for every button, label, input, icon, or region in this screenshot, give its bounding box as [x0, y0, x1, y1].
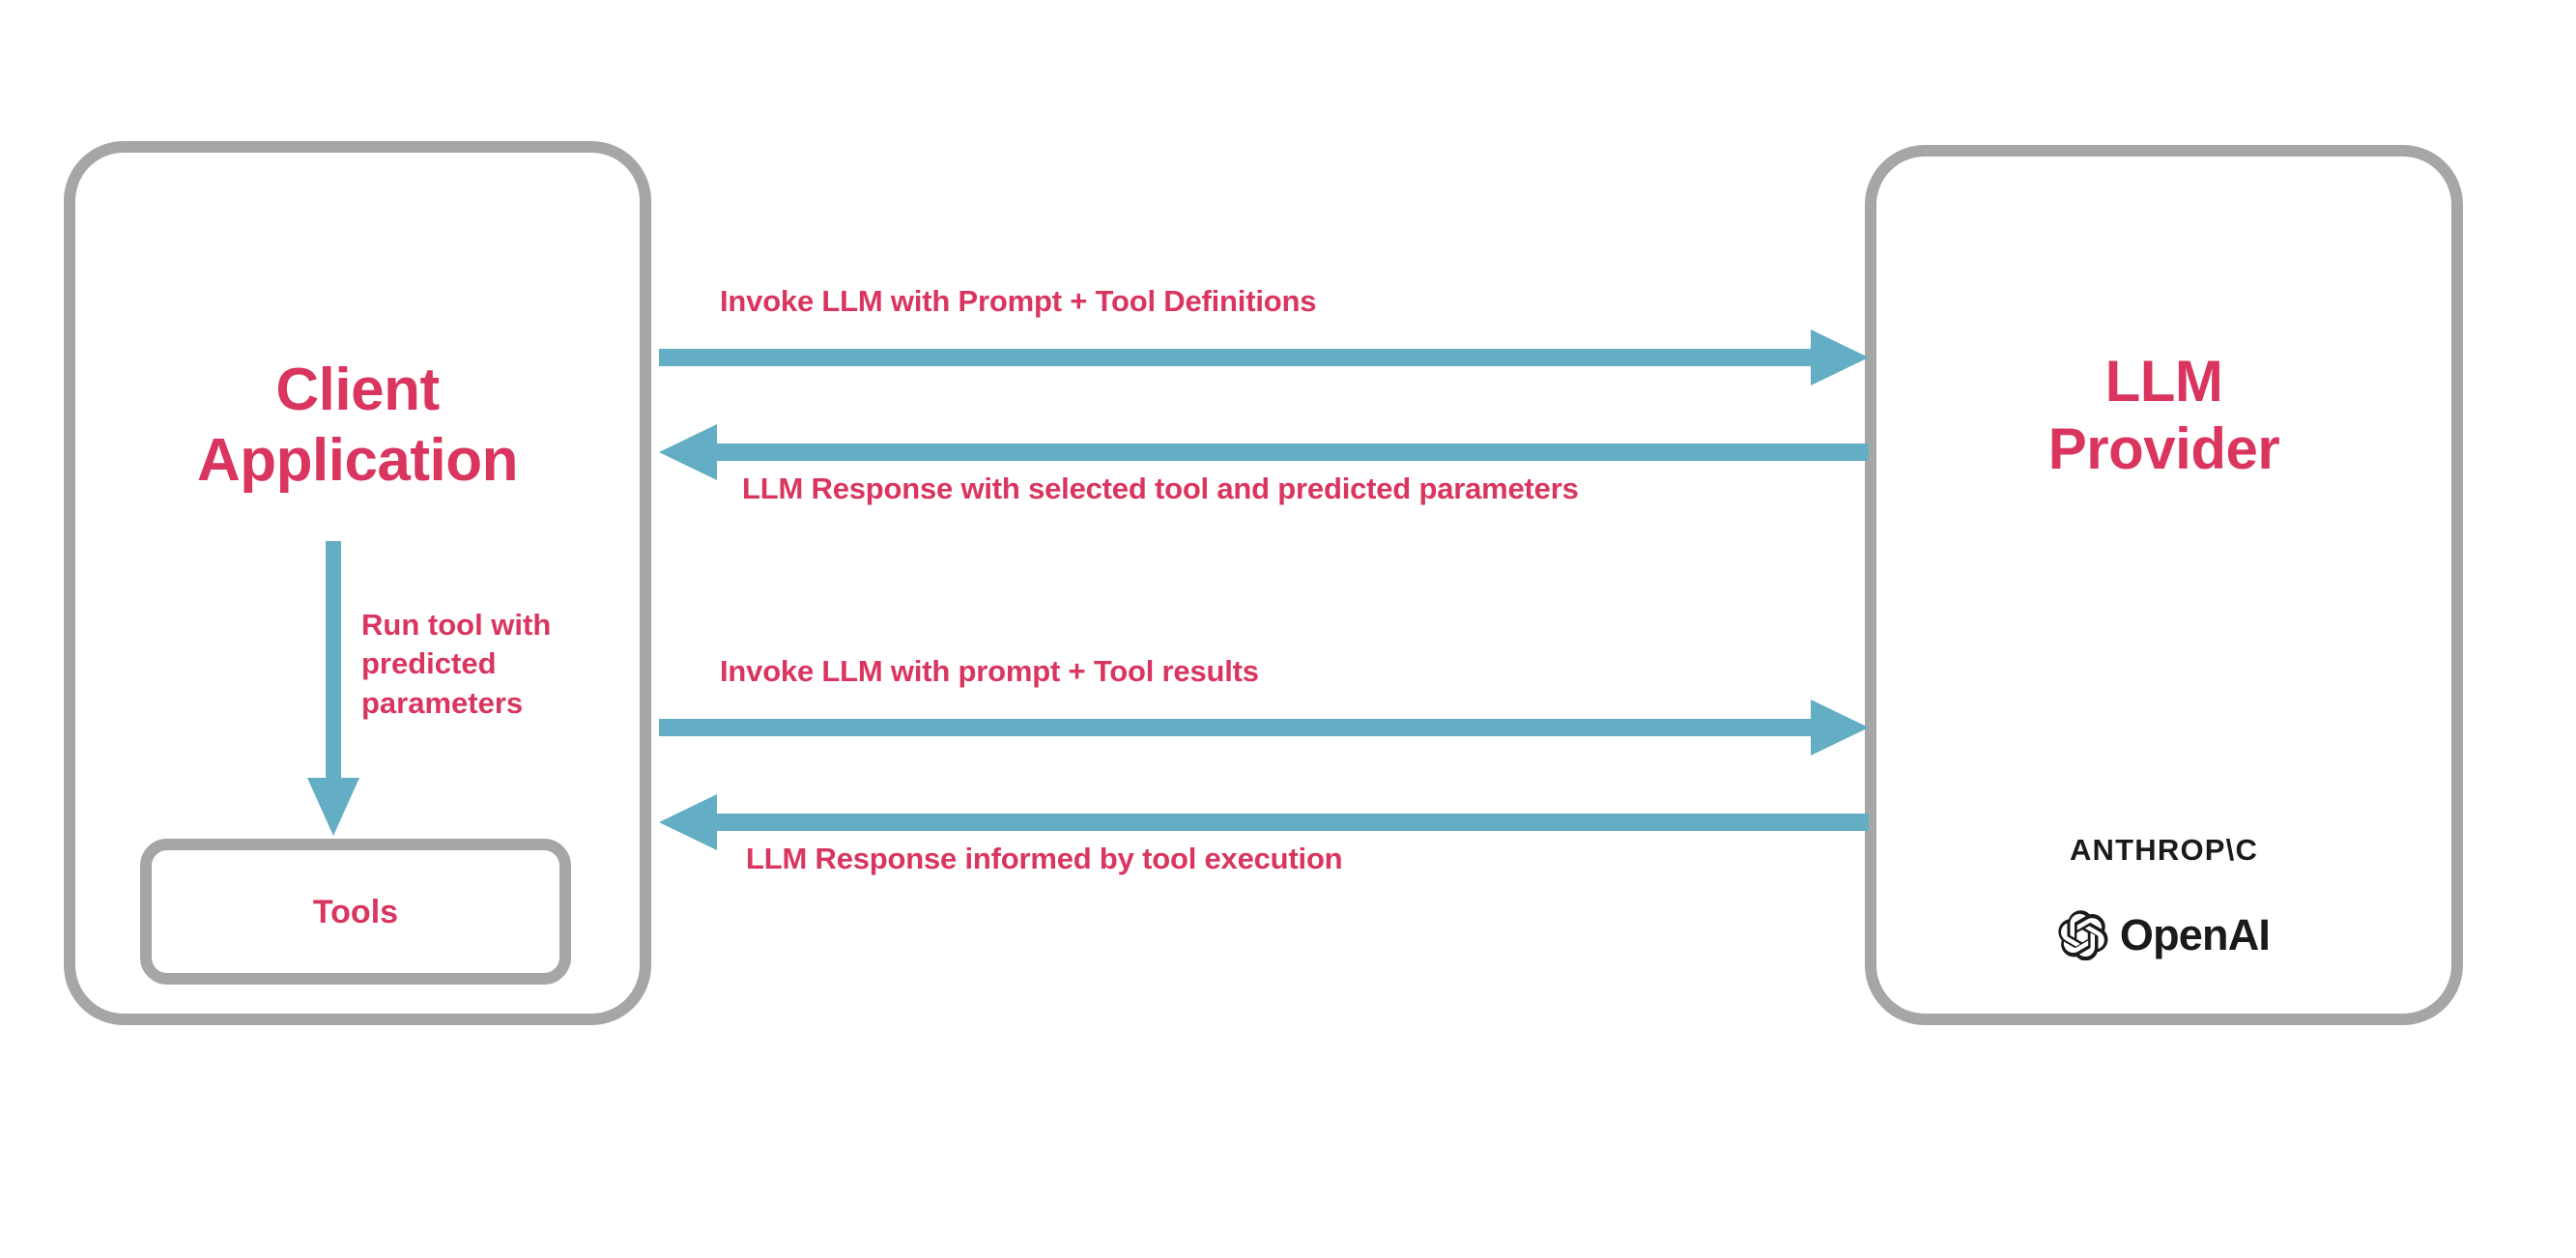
llm-provider-node [1865, 145, 2463, 1025]
tools-node-label: Tools [312, 894, 399, 930]
run-tool-arrow-label: Run tool with predicted parameters [361, 608, 552, 720]
tools-node [140, 839, 571, 985]
openai-knot-icon [2058, 910, 2108, 960]
edge-4-arrow-left [655, 787, 1869, 857]
edge-3-label: Invoke LLM with prompt + Tool results [720, 654, 1259, 688]
llm-provider-title: LLM Provider [2047, 349, 2280, 482]
anthropic-logo: ANTHROP\C [2069, 833, 2259, 867]
edge-2-label: LLM Response with selected tool and pred… [742, 472, 1579, 505]
edge-3-arrow-right [659, 693, 1869, 762]
edge-1-arrow-right [659, 323, 1869, 392]
openai-logo: OpenAI [1865, 910, 2463, 960]
client-application-title: Client Application [196, 357, 519, 494]
edge-4-label: LLM Response informed by tool execution [746, 842, 1343, 875]
run-tool-arrow [300, 541, 367, 843]
edge-1-label: Invoke LLM with Prompt + Tool Definition… [720, 284, 1317, 318]
openai-wordmark: OpenAI [2119, 910, 2271, 959]
edge-2-arrow-left [655, 417, 1869, 487]
